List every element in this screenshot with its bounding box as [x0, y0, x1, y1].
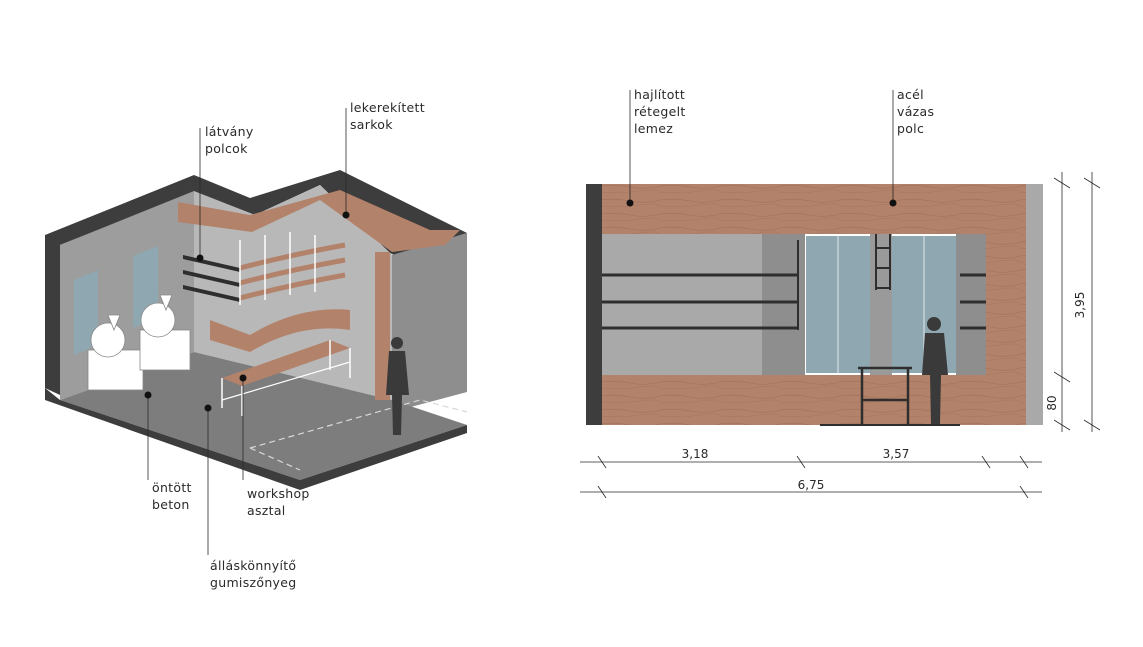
label-workshop-1: workshop — [247, 486, 310, 501]
dim-width-1: 3,18 — [682, 447, 709, 461]
plywood-counter — [210, 309, 350, 352]
label-latvany-2: polcok — [205, 141, 248, 156]
label-ontott-2: beton — [152, 497, 190, 512]
wall-panel-left — [602, 234, 762, 375]
label-hajlitott-1: hajlított — [634, 87, 685, 102]
label-acel-3: polc — [897, 121, 924, 136]
label-lekerekitett-2: sarkok — [350, 117, 393, 132]
wall-panel-right — [956, 234, 986, 375]
label-acel-2: vázas — [897, 104, 934, 119]
ladder-rack — [875, 234, 891, 290]
right-end-wall — [1026, 184, 1043, 425]
coffee-roaster-right — [139, 294, 191, 371]
dimension-lines-vertical — [1053, 172, 1101, 432]
plywood-top-band — [178, 190, 460, 252]
label-lekerekitett-1: lekerekített — [350, 100, 425, 115]
elevation-shelves-right — [960, 273, 986, 330]
label-allas-1: álláskönnyítő — [210, 558, 296, 573]
label-hajlitott-3: lemez — [634, 121, 673, 136]
label-allas-2: gumiszőnyeg — [210, 575, 296, 590]
plywood-top — [602, 184, 1026, 234]
iso-leader-dots — [144, 211, 350, 412]
center-mullion — [870, 234, 892, 375]
person-silhouette-iso — [386, 337, 409, 435]
label-acel-1: acél — [897, 87, 924, 102]
dimension-lines-horizontal — [580, 455, 1042, 499]
dim-width-2: 3,57 — [883, 447, 910, 461]
rubber-mat-line — [249, 447, 301, 471]
dim-width-total: 6,75 — [798, 478, 825, 492]
floor — [60, 352, 467, 480]
dim-base: 80 — [1045, 395, 1059, 410]
label-latvany-1: látvány — [205, 124, 254, 139]
label-ontott-1: öntött — [152, 480, 192, 495]
leader-dot-steel — [889, 199, 897, 207]
label-workshop-2: asztal — [247, 503, 286, 518]
elevation-table — [858, 366, 912, 424]
left-end-wall — [586, 184, 602, 425]
elevation-leaders — [629, 90, 894, 203]
coffee-roaster-left — [87, 314, 144, 391]
plywood-bottom — [602, 375, 1026, 425]
right-wall — [392, 233, 467, 412]
leader-dot-plywood — [626, 199, 634, 207]
person-silhouette-elevation — [922, 317, 948, 424]
elevation-view: hajlított rétegelt lemez acél vázas polc… — [580, 87, 1101, 499]
elevation-shelves-left — [602, 273, 798, 330]
plywood-right-column — [986, 234, 1026, 375]
plywood-column — [375, 252, 390, 400]
floor-edge — [45, 388, 467, 490]
iso-leaders — [147, 108, 347, 555]
label-hajlitott-2: rétegelt — [634, 104, 686, 119]
dim-height: 3,95 — [1073, 292, 1087, 319]
isometric-view: látvány polcok lekerekített sarkok öntöt… — [45, 100, 468, 590]
